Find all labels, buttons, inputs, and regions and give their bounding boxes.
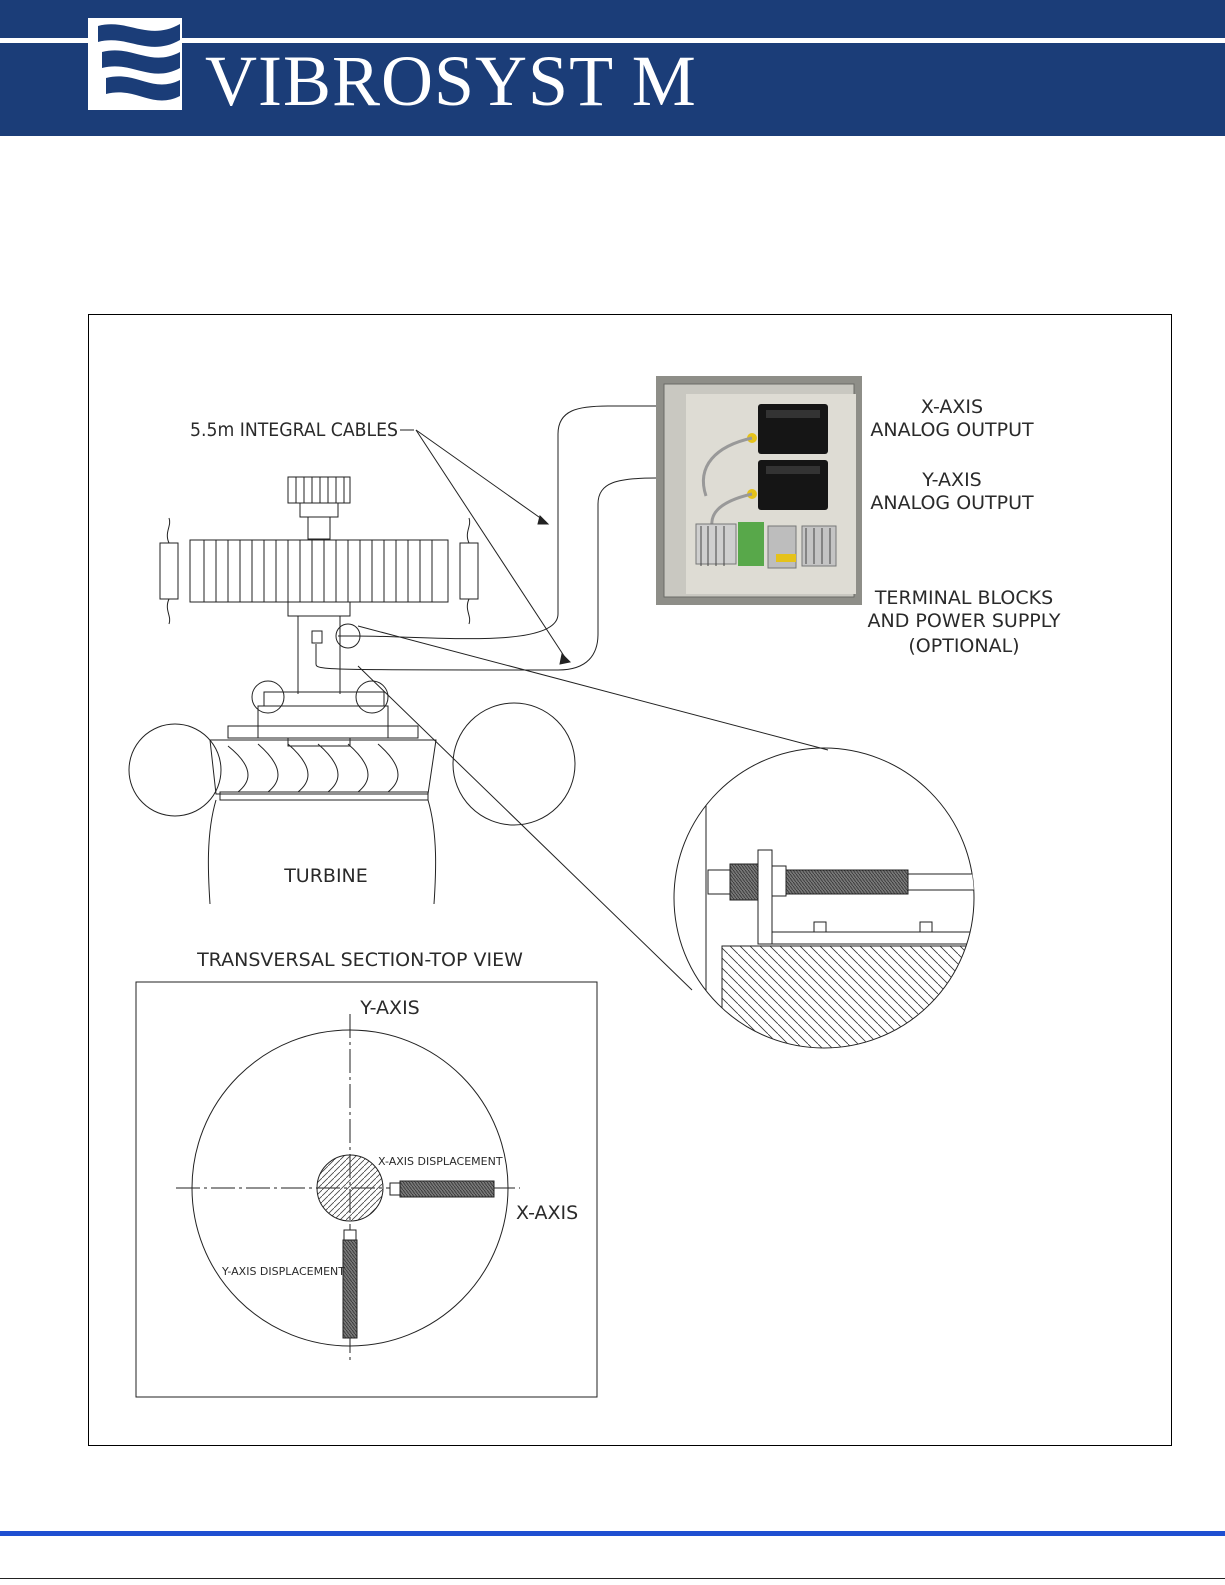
generator-rotor [160, 477, 478, 694]
cables-label: 5.5m INTEGRAL CABLES [190, 419, 398, 441]
terminal-line2: AND POWER SUPPLY [868, 610, 1061, 632]
section-title: TRANSVERSAL SECTION-TOP VIEW [196, 949, 523, 971]
section-top-view [136, 982, 597, 1397]
y-axis-output-line1: Y-AXIS [921, 469, 981, 491]
page-header: VIBROSYST M [0, 0, 1225, 136]
x-axis-output-line2: ANALOG OUTPUT [870, 419, 1034, 441]
footer-thin-rule [0, 1578, 1225, 1579]
y-axis-output-line2: ANALOG OUTPUT [870, 492, 1034, 514]
terminal-line3: (OPTIONAL) [908, 635, 1019, 657]
y-displacement-label: Y-AXIS DISPLACEMENT [221, 1265, 345, 1278]
installation-diagram: 5.5m INTEGRAL CABLES X-AXIS ANALOG OUTPU… [88, 314, 1172, 1446]
footer-rule [0, 1531, 1225, 1536]
x-axis-label: X-AXIS [516, 1202, 578, 1224]
integral-cables [316, 406, 656, 670]
terminal-line1: TERMINAL BLOCKS [874, 587, 1053, 609]
vibrosystm-wave-logo-icon [88, 18, 182, 110]
x-axis-output-line1: X-AXIS [921, 396, 983, 418]
y-axis-label: Y-AXIS [359, 997, 419, 1019]
x-displacement-label: X-AXIS DISPLACEMENT [378, 1155, 503, 1168]
probe-detail-view [674, 734, 988, 1066]
brand-wordmark: VIBROSYST M [205, 46, 697, 116]
turbine-label: TURBINE [283, 865, 368, 887]
